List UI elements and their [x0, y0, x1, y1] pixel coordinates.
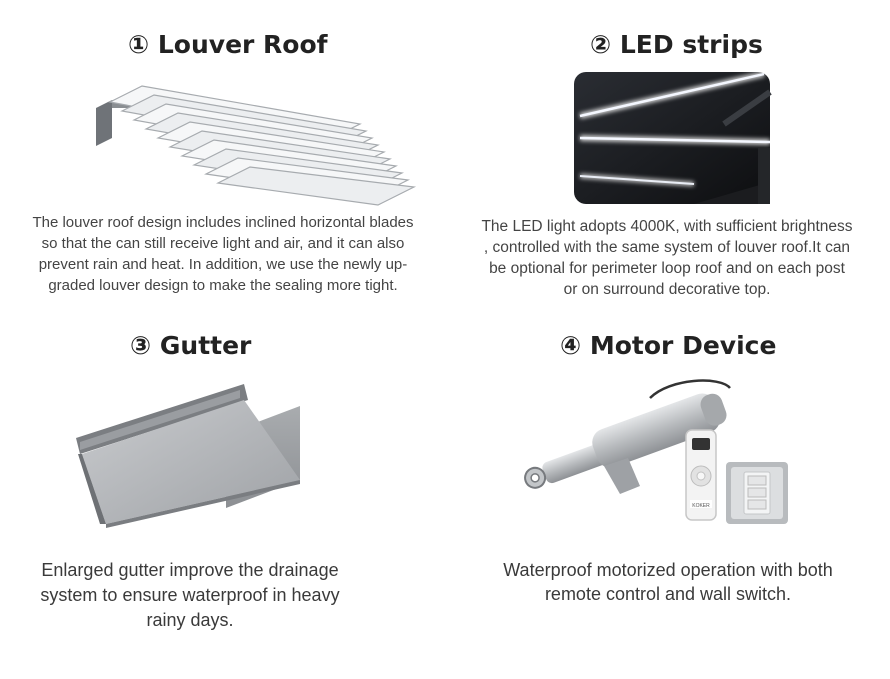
motor-device-description: Waterproof motorized operation with both… [472, 558, 864, 606]
louver-roof-line: so that the can still receive light and … [41, 235, 405, 252]
louver-roof-line: The louver roof design includes inclined… [32, 214, 414, 231]
louver-roof-description: The louver roof design includes inclined… [14, 212, 432, 296]
remote-brand-label: KOKER [692, 503, 710, 509]
led-strips-line: , controlled with the same system of lou… [483, 239, 851, 256]
louver-roof-line: prevent rain and heat. In addition, we u… [38, 256, 408, 273]
led-strips-line: The LED light adopts 4000K, with suffici… [481, 218, 853, 235]
gutter-line: Enlarged gutter improve the drainage [41, 560, 339, 580]
led-strips-title: ② LED strips [590, 30, 763, 59]
motor-device-image: KOKER [524, 379, 788, 524]
led-strips-photo [574, 71, 772, 204]
led-strips-line: or on surround decorative top. [563, 281, 771, 298]
gutter-description: Enlarged gutter improve the drainage sys… [10, 558, 370, 633]
louver-blade [215, 166, 417, 206]
led-strips-description: The LED light adopts 4000K, with suffici… [452, 216, 882, 300]
motor-device-title: ④ Motor Device [560, 331, 777, 360]
louver-roof-line: graded louver design to make the sealing… [48, 277, 398, 294]
motor-device-line: remote control and wall switch. [544, 584, 792, 604]
gutter-title: ③ Gutter [130, 331, 252, 360]
gutter-line: system to ensure waterproof in heavy [40, 585, 340, 605]
louver-roof-image [96, 85, 417, 206]
led-strips-line: be optional for perimeter loop roof and … [489, 260, 845, 277]
gutter-line: rainy days. [146, 610, 234, 630]
motor-device-line: Waterproof motorized operation with both [503, 560, 833, 580]
louver-roof-title: ① Louver Roof [128, 30, 328, 59]
gutter-image [76, 384, 300, 528]
